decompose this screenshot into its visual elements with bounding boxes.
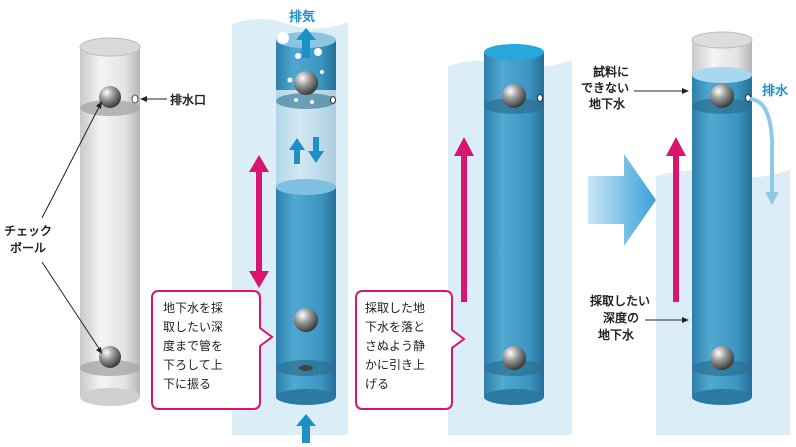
drain-port-hole	[131, 94, 139, 104]
callout-lift-gently: 採取した地 下水を落と さぬよう静 かに引き上 げる	[355, 290, 466, 410]
exhaust-label: 排気	[289, 9, 315, 25]
lift-arrow-3	[454, 137, 474, 302]
empty-sampler-pipe	[79, 37, 141, 406]
sampler-lower-position	[276, 179, 336, 405]
unsampled-label-line1: 試料に	[593, 64, 629, 79]
check-ball-lower	[99, 346, 121, 368]
callout-lower-line3: 度まで管を	[163, 338, 223, 353]
sampler-draining	[691, 31, 753, 405]
callout-lower-line1: 地下水を採	[163, 301, 223, 315]
target-depth-pointer	[645, 317, 689, 323]
target-depth-label-line2: 深度の	[603, 310, 639, 325]
callout-lift-line5: げる	[365, 377, 389, 391]
callout-lower-line2: 取したい深	[163, 320, 223, 334]
lift-arrow-4	[666, 137, 686, 302]
up-down-exchange-arrows	[289, 137, 324, 164]
check-ball-label-line1: チェック	[4, 224, 52, 238]
exhaust-arrow	[296, 28, 316, 58]
drain-stream	[749, 97, 779, 205]
unsampled-label-line2: できない	[581, 81, 629, 95]
inflow-arrow	[296, 414, 316, 443]
exhaust-bubble	[277, 32, 289, 44]
target-depth-label-line3: 地下水	[598, 327, 635, 342]
callout-lift-line2: 下水を落と	[365, 320, 425, 334]
target-depth-label-line1: 採取したい	[590, 293, 650, 308]
sampler-full-lifting	[484, 44, 544, 405]
callout-lower-line5: 下に振る	[163, 377, 211, 391]
callout-lift-line1: 採取した地	[365, 301, 425, 315]
next-step-arrow	[588, 154, 656, 246]
drain-port-label: 排水口	[170, 92, 206, 107]
callout-lower-and-shake: 地下水を採 取したい深 度まで管を 下ろして上 下に振る	[151, 290, 274, 410]
drain-port-pointer	[140, 96, 167, 102]
callout-lift-line3: さぬよう静	[365, 339, 425, 353]
unsampled-label-line3: 地下水	[589, 96, 626, 111]
callout-lift-line4: かに引き上	[365, 358, 425, 372]
shake-arrow	[249, 155, 269, 288]
unsampled-pointer	[634, 88, 689, 94]
check-ball-upper	[99, 86, 121, 108]
callout-lower-line4: 下ろして上	[163, 358, 223, 372]
check-ball-label-line2: ボール	[10, 240, 46, 255]
drain-label: 排水	[762, 83, 789, 99]
check-ball-pointers	[41, 101, 102, 354]
